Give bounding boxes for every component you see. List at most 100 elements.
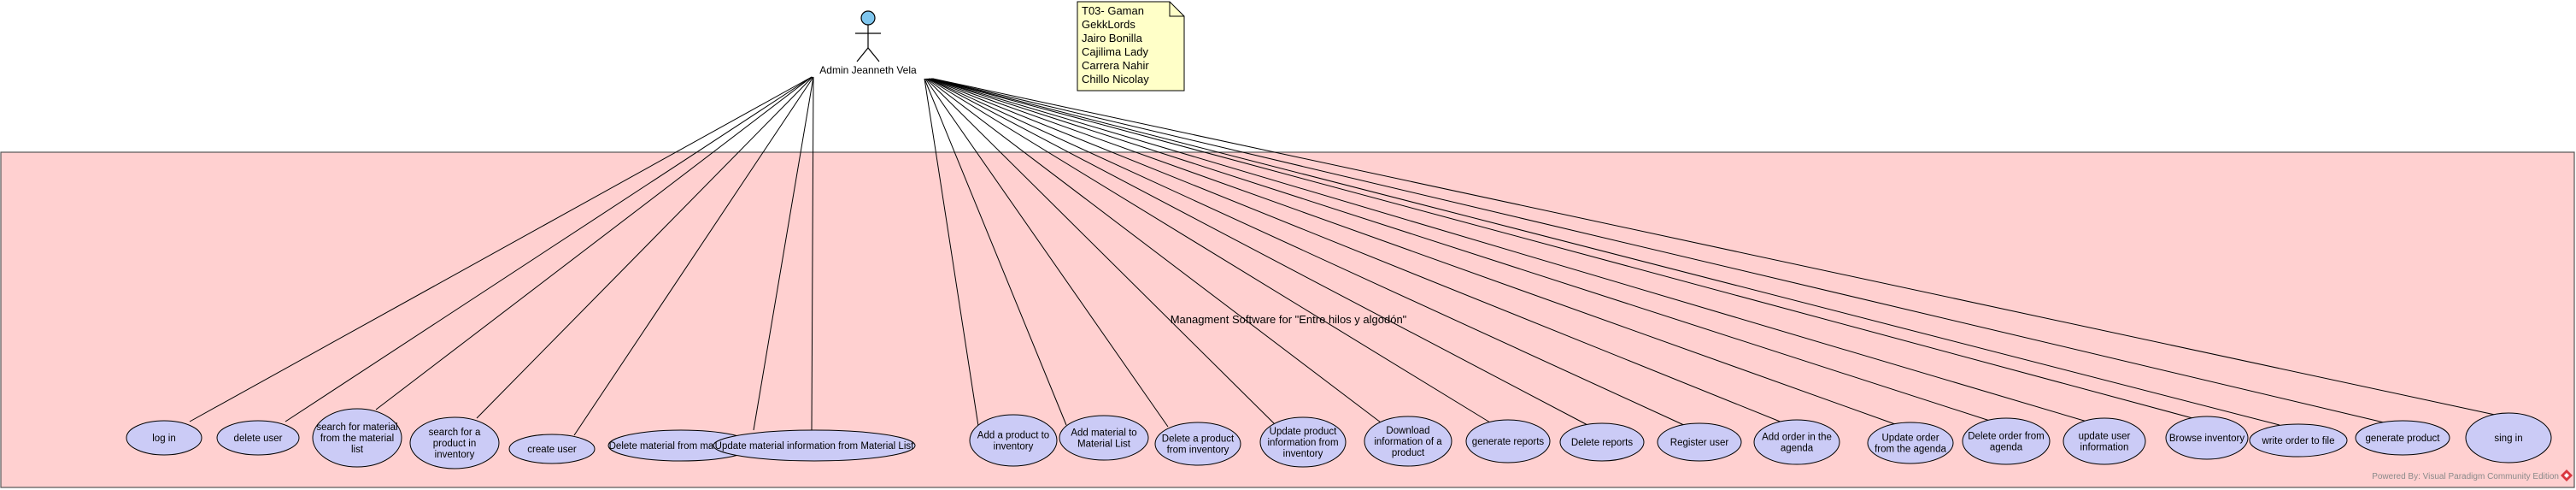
use-case-label: write order to file (2261, 436, 2334, 446)
use-case-log-in[interactable]: log in (126, 420, 202, 456)
actor-admin[interactable]: Admin Jeanneth Vela (819, 10, 917, 76)
use-case-label: generate reports (1472, 437, 1545, 447)
actor-left-leg (856, 47, 869, 62)
use-case-register-user[interactable]: Register user (1657, 422, 1742, 462)
association-line-download-info (926, 78, 1382, 423)
use-case-ellipse (2063, 417, 2146, 465)
use-case-label: Delete a product (1162, 434, 1235, 445)
association-line-search-product (476, 76, 813, 419)
use-case-ellipse (1753, 419, 1840, 465)
use-case-label: Delete order from (1968, 432, 2044, 442)
use-case-label: search for material (316, 422, 397, 433)
use-case-label: information of a (1374, 437, 1442, 447)
use-case-label: create user (527, 445, 577, 455)
use-case-ellipse (126, 420, 202, 456)
use-case-label: delete user (234, 434, 283, 444)
use-case-label: Delete reports (1571, 438, 1633, 448)
use-case-label: Browse inventory (2169, 434, 2244, 444)
watermark: Powered By: Visual Paradigm Community Ed… (2372, 472, 2559, 481)
use-case-ellipse (1259, 416, 1347, 468)
use-case-label: Add material to (1071, 428, 1136, 439)
note-line: Jairo Bonilla (1082, 32, 1143, 44)
use-case-update-material[interactable]: Update material information from Materia… (713, 429, 916, 462)
note-body (1077, 1, 1185, 92)
use-case-ellipse (409, 416, 500, 469)
use-case-label: product in (433, 439, 477, 449)
use-case-label: Add order in the (1762, 433, 1832, 443)
use-case-label: Update order (1881, 434, 1939, 444)
use-case-delete-reports[interactable]: Delete reports (1559, 422, 1645, 462)
visual-paradigm-logo-icon (2561, 469, 2573, 481)
use-case-ellipse (312, 408, 402, 468)
use-case-sing-in[interactable]: sing in (2465, 412, 2552, 463)
use-case-ellipse (2249, 423, 2348, 458)
association-line-add-material (924, 78, 1067, 426)
use-case-label: inventory (1283, 449, 1323, 459)
actor-name: Admin Jeanneth Vela (819, 64, 917, 76)
use-case-ellipse (1962, 417, 2051, 465)
use-case-label: log in (152, 434, 176, 444)
use-case-label: agenda (1781, 444, 1814, 454)
association-line-update-material (811, 76, 814, 431)
use-case-ellipse (1059, 415, 1149, 461)
association-line-delete-material (753, 76, 814, 431)
use-case-label: from the material (320, 434, 394, 444)
note-line: Carrera Nahir (1082, 59, 1149, 72)
use-case-generate-reports[interactable]: generate reports (1465, 419, 1551, 463)
association-line-update-product (925, 78, 1276, 425)
use-case-label: Register user (1670, 438, 1729, 448)
use-case-label: inventory (994, 442, 1034, 452)
use-case-label: list (351, 445, 364, 455)
note-line: Cajilima Lady (1082, 45, 1149, 58)
use-case-ellipse (1559, 422, 1645, 462)
association-line-generate-product (931, 78, 2385, 423)
use-case-label: agenda (1990, 443, 2023, 453)
association-line-create-user (573, 76, 814, 436)
association-line-delete-reports (928, 78, 1590, 427)
use-case-ellipse (2465, 412, 2552, 463)
use-case-browse-inventory[interactable]: Browse inventory (2165, 416, 2249, 460)
association-line-generate-reports (927, 78, 1491, 423)
use-case-create-user[interactable]: create user (508, 434, 596, 464)
use-case-ellipse (713, 429, 916, 462)
use-case-generate-product[interactable]: generate product (2355, 420, 2450, 456)
association-line-log-in (189, 76, 813, 422)
use-case-ellipse (216, 420, 300, 456)
use-case-ellipse (2355, 420, 2450, 456)
use-case-write-order[interactable]: write order to file (2249, 423, 2348, 458)
note-line: GekkLords (1082, 18, 1135, 31)
use-case-label: from the agenda (1875, 445, 1946, 455)
actor-head-icon (860, 10, 876, 26)
use-case-ellipse (508, 434, 596, 464)
association-line-delete-user (285, 76, 813, 422)
association-lines (189, 76, 2496, 436)
association-line-sing-in (932, 78, 2496, 416)
association-line-delete-product (924, 78, 1169, 428)
use-case-label: Add a product to (977, 431, 1049, 441)
use-case-ellipse (1154, 422, 1241, 466)
use-case-label: information (2080, 443, 2129, 453)
use-case-label: inventory (435, 450, 475, 460)
note-line: T03- Gaman (1082, 4, 1144, 17)
use-case-label: generate product (2366, 434, 2441, 444)
association-line-add-product (924, 78, 979, 427)
use-case-delete-user[interactable]: delete user (216, 420, 300, 456)
association-line-update-order (930, 78, 1896, 425)
use-case-ellipse (969, 414, 1058, 467)
system-name: Managment Software for "Entre hilos y al… (1171, 313, 1407, 326)
use-case-label: Update product (1270, 427, 1337, 437)
